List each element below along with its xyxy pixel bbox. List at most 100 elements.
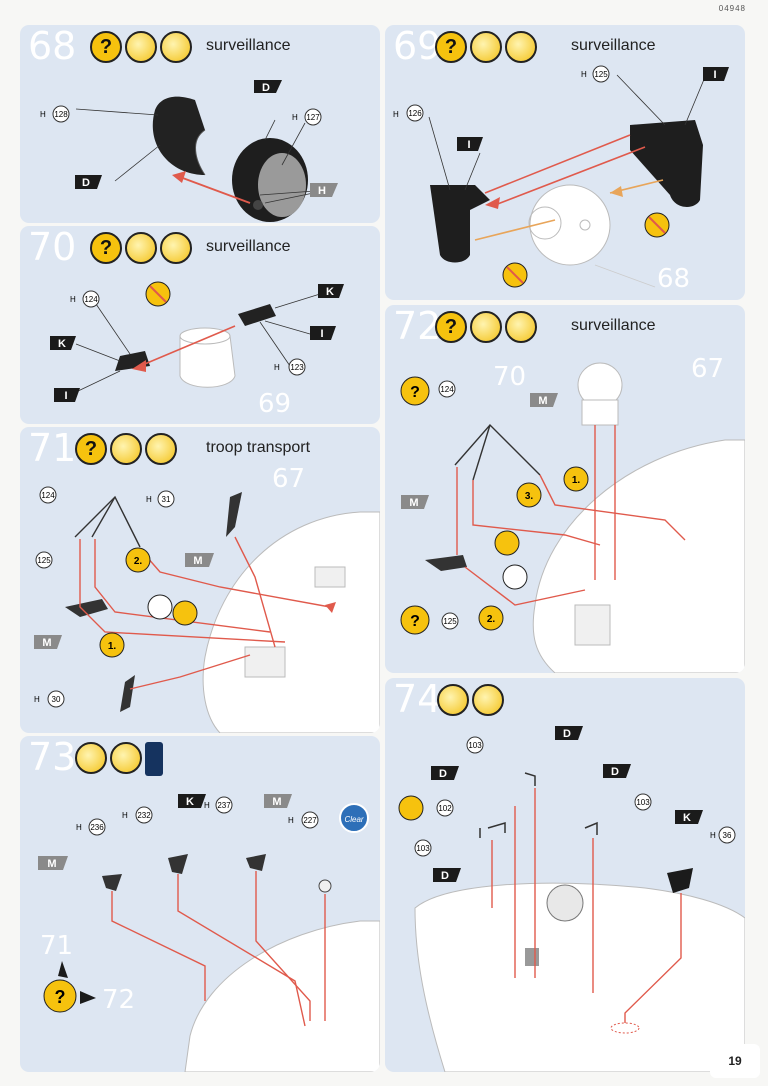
part-number: 125: [37, 556, 51, 565]
clear-paint-label: Clear: [344, 815, 363, 824]
glue-icon: [437, 684, 469, 716]
part-number: 30: [52, 695, 61, 704]
part-number: 103: [468, 741, 482, 750]
paint-brush-icon: [472, 684, 504, 716]
paint-brush-icon: [110, 742, 142, 774]
document-code: 04948: [718, 4, 746, 13]
flag-i: I: [713, 69, 716, 81]
step-title: surveillance: [571, 317, 656, 334]
step-74-panel: 74 103 103 103 102 H 36 D D D: [385, 678, 745, 1072]
glue-icon: [75, 742, 107, 774]
step-69-panel: 69 ? surveillance H 126: [385, 25, 745, 300]
flag-m: M: [42, 637, 51, 649]
svg-text:H: H: [34, 695, 40, 704]
step-title: surveillance: [206, 238, 291, 255]
sequence-label: 3.: [525, 491, 534, 502]
glue-icon: [470, 311, 502, 343]
svg-text:H: H: [288, 816, 294, 825]
step-number: 72: [393, 305, 442, 348]
part-number: 125: [594, 70, 608, 79]
flag-k: K: [326, 286, 334, 298]
paint-brush-icon: [505, 311, 537, 343]
flag-h: H: [318, 185, 326, 197]
part-number: 123: [290, 363, 304, 372]
part-number: 124: [440, 385, 454, 394]
page-number: 19: [710, 1044, 760, 1078]
part-number: 36: [723, 831, 732, 840]
sequence-label: 2.: [134, 556, 143, 567]
step-72-illustration: ? ? 124 125 M M 1. 3. 2. 70 67: [400, 354, 745, 673]
flag-k: K: [58, 338, 66, 350]
paint-brush-icon: [160, 31, 192, 63]
paint-brush-icon: [145, 433, 177, 465]
part-number: 124: [41, 491, 55, 500]
step-72-panel: 72 ? surveillance ? ? 124 125 M M 1.: [385, 305, 745, 673]
step-70-illustration: H 124 H 123 K K I I 69: [50, 281, 344, 419]
part-number: 237: [217, 801, 231, 810]
step-number: 69: [393, 25, 442, 68]
reference-number: 67: [691, 354, 724, 384]
step-71-panel: 71 ? troop transport 124 H 31 125 H 30 M: [20, 427, 380, 733]
step-title: surveillance: [571, 37, 656, 54]
part-number: 128: [54, 110, 68, 119]
flag-i: I: [320, 328, 323, 340]
flag-m: M: [272, 796, 281, 808]
flag-m: M: [193, 555, 202, 567]
step-69-illustration: H 126 H 125 I I 68: [393, 65, 729, 294]
step-number: 70: [28, 226, 77, 269]
question-icon: ?: [90, 232, 122, 264]
glue-icon: [470, 31, 502, 63]
flag-d: D: [439, 768, 447, 780]
part-number: 236: [90, 823, 104, 832]
reference-number: 67: [272, 464, 305, 494]
step-title: surveillance: [206, 37, 291, 54]
part-number: 125: [443, 617, 457, 626]
svg-text:H: H: [710, 831, 716, 840]
question-icon: ?: [90, 31, 122, 63]
part-number: 102: [438, 804, 452, 813]
svg-text:H: H: [146, 495, 152, 504]
reference-number: 70: [493, 362, 526, 392]
svg-text:H: H: [204, 801, 210, 810]
step-74-illustration: 103 103 103 102 H 36 D D D D K: [398, 726, 745, 1072]
flag-d: D: [563, 728, 571, 740]
part-number: 31: [162, 495, 171, 504]
part-number: 103: [636, 798, 650, 807]
step-title: troop transport: [206, 439, 311, 456]
reference-number: 72: [102, 985, 135, 1015]
part-number: 124: [84, 295, 98, 304]
flag-k: K: [683, 812, 691, 824]
flag-d: D: [441, 870, 449, 882]
svg-text:H: H: [122, 811, 128, 820]
step-68-panel: 68 ? surveillance H 128 H 127 D D: [20, 25, 380, 223]
step-number: 68: [28, 25, 77, 68]
svg-text:H: H: [581, 70, 587, 79]
flag-d: D: [611, 766, 619, 778]
reference-number: 71: [40, 931, 73, 961]
question-icon: ?: [75, 433, 107, 465]
part-number: 232: [137, 811, 151, 820]
flag-m: M: [538, 395, 547, 407]
step-73-illustration: H 236 H 232 H 237 H 227 M K M Clear ? 71…: [38, 794, 380, 1072]
flag-k: K: [186, 796, 194, 808]
part-number: 227: [303, 816, 317, 825]
flag-m: M: [47, 858, 56, 870]
step-70-panel: 70 ? surveillance H 124 H 123 K K I I 6: [20, 226, 380, 424]
reference-number: 68: [657, 264, 690, 294]
glue-icon: [125, 232, 157, 264]
step-number: 73: [28, 736, 77, 779]
sequence-label: 1.: [108, 641, 117, 652]
step-68-illustration: H 128 H 127 D D H: [40, 80, 338, 222]
step-number: 74: [393, 678, 442, 721]
step-71-illustration: 124 H 31 125 H 30 M M 2. 1. 67: [34, 464, 380, 733]
paint-bottle-icon: [145, 742, 163, 776]
paint-brush-icon: [160, 232, 192, 264]
part-prefix: H: [40, 110, 46, 119]
question-icon: ?: [435, 311, 467, 343]
svg-text:?: ?: [410, 613, 420, 630]
reference-number: 69: [258, 389, 291, 419]
question-icon: ?: [435, 31, 467, 63]
svg-text:H: H: [274, 363, 280, 372]
part-number: 103: [416, 844, 430, 853]
glue-icon: [125, 31, 157, 63]
